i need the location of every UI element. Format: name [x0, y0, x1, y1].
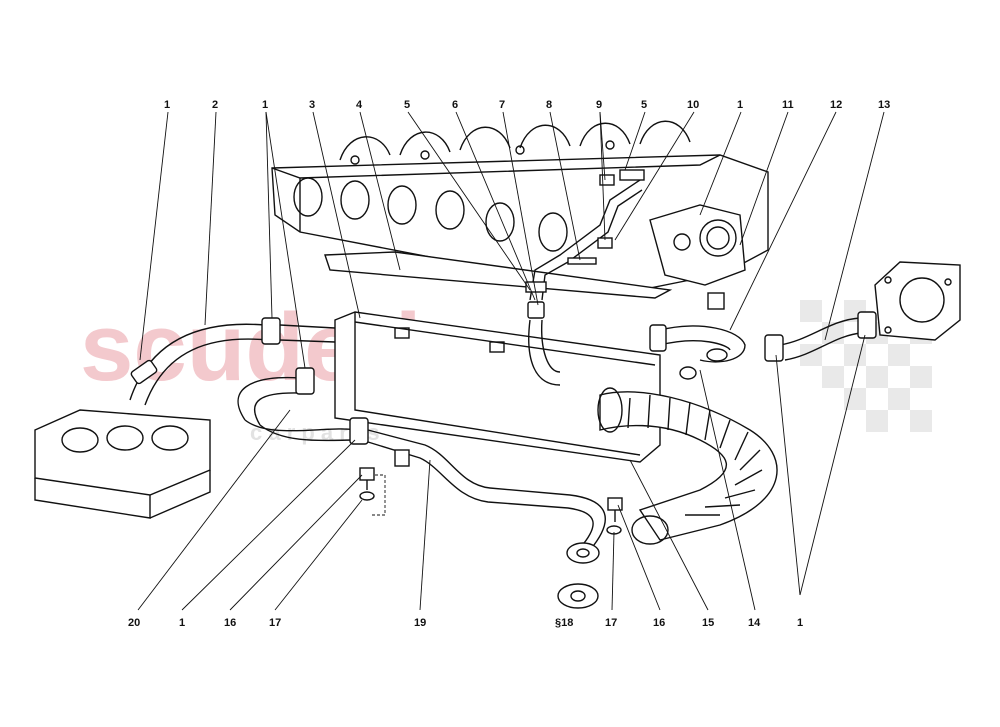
callout-label: 13 — [878, 99, 890, 111]
left-flange-plate — [34, 409, 211, 519]
callout-label: 16 — [224, 617, 236, 629]
callout-label: 1 — [262, 99, 268, 111]
callout-label: 14 — [748, 617, 761, 629]
watermark-flag-icon — [800, 300, 932, 432]
callout-label: 15 — [702, 617, 714, 629]
callout-label: 2 — [212, 99, 218, 111]
callout-label: 8 — [546, 99, 552, 111]
callout-label: 1 — [179, 617, 185, 629]
callout-label: 1 — [164, 99, 170, 111]
callout-label: 10 — [687, 99, 699, 111]
callout-label: 20 — [128, 617, 140, 629]
gasket — [324, 251, 673, 299]
callout-label: 17 — [269, 617, 281, 629]
callout-label: 5 — [641, 99, 647, 111]
corrugated-hose — [597, 387, 778, 545]
hose-left — [129, 317, 336, 406]
bolt-washer-right — [606, 497, 623, 535]
callout-label: 19 — [414, 617, 426, 629]
callout-label: 11 — [782, 99, 794, 111]
manifold-ports — [293, 177, 568, 252]
callout-label: 17 — [605, 617, 617, 629]
callout-label: §18 — [555, 617, 573, 629]
intake-manifold — [271, 120, 769, 291]
oil-separator-box — [334, 311, 661, 463]
flange-gasket — [557, 542, 600, 609]
callout-label: 5 — [404, 99, 410, 111]
callout-label: 6 — [452, 99, 458, 111]
bottom-callouts: 20 1 16 17 19 §18 17 16 15 14 1 — [128, 617, 803, 629]
callout-label: 16 — [653, 617, 665, 629]
callout-label: 12 — [830, 99, 842, 111]
throttle-flange — [874, 261, 961, 341]
bolt-washer-left — [359, 467, 386, 516]
callout-label: 3 — [309, 99, 315, 111]
callout-label: 9 — [596, 99, 602, 111]
hose-right — [649, 311, 877, 380]
top-callouts: 1 2 1 3 4 5 6 7 8 9 5 10 1 11 12 13 — [164, 99, 890, 111]
manifold-runners — [339, 120, 691, 161]
breather-pipe — [525, 169, 725, 386]
lower-pipe — [237, 367, 369, 445]
callout-label: 1 — [797, 617, 803, 629]
drain-pipe — [367, 429, 606, 551]
callout-label: 7 — [499, 99, 505, 111]
callout-label: 4 — [356, 99, 363, 111]
callout-label: 1 — [737, 99, 743, 111]
leader-lines — [137, 111, 885, 611]
